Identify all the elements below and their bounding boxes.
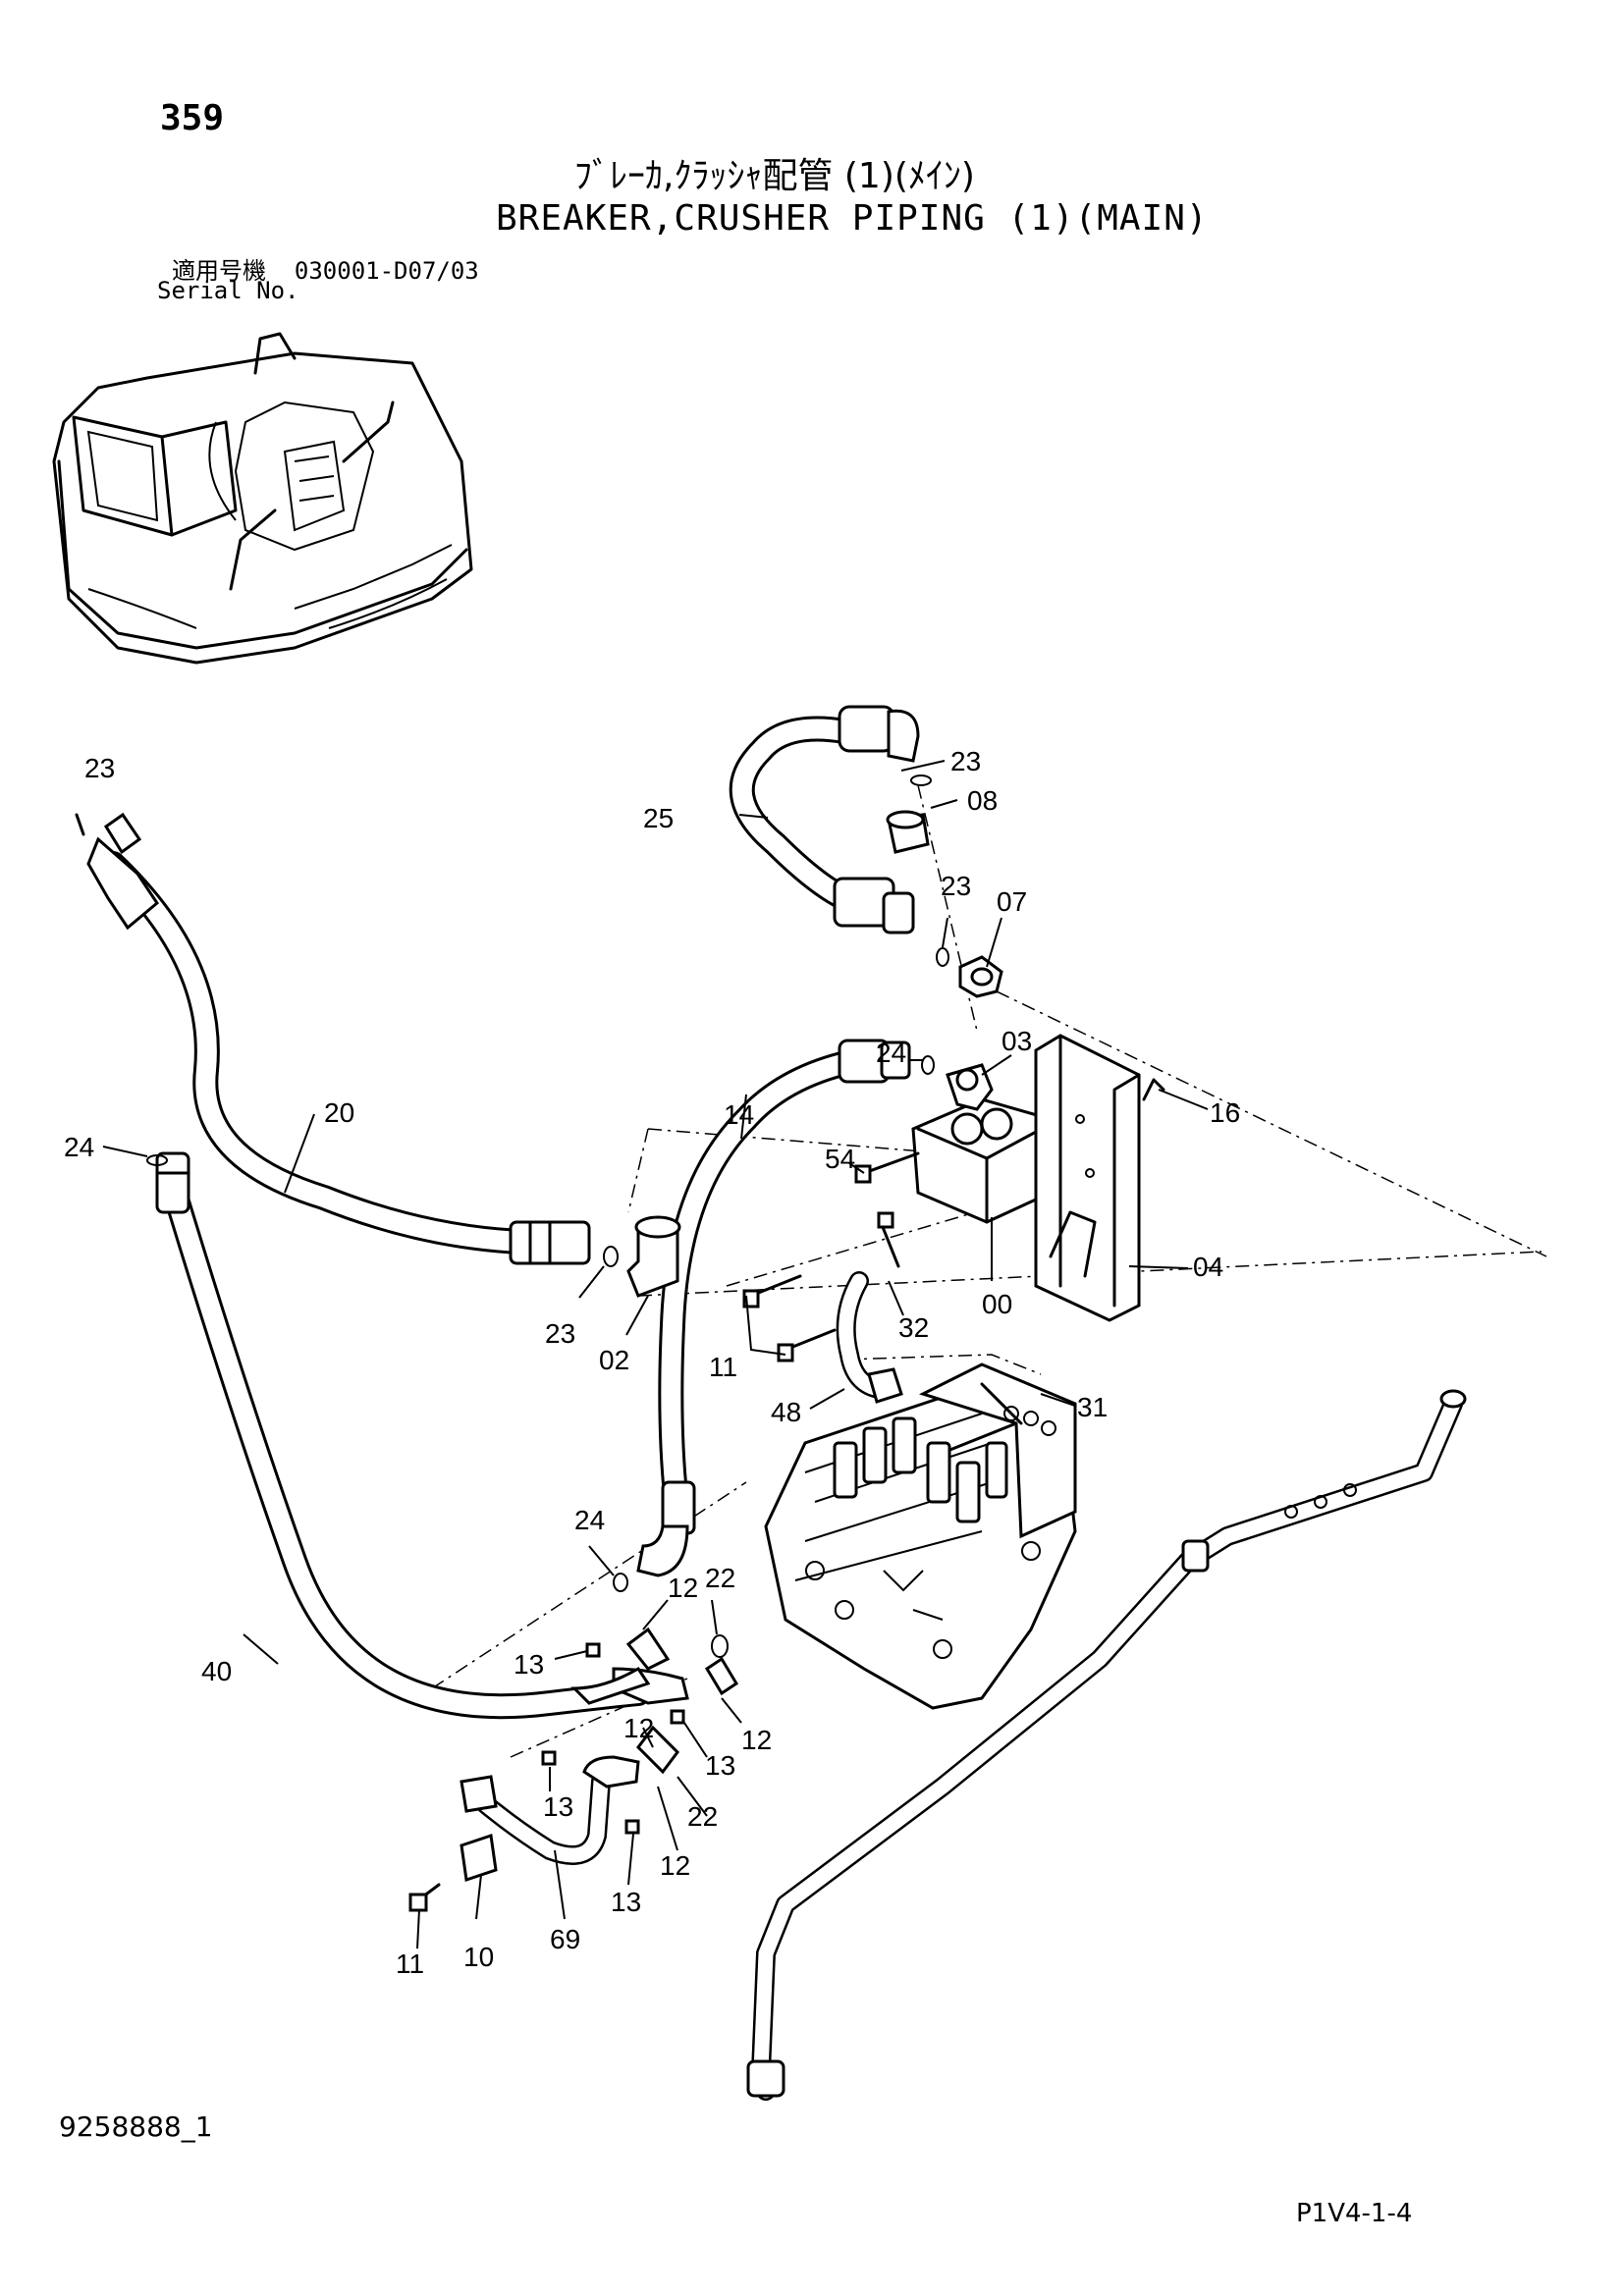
serial-label-english: Serial No.	[157, 277, 299, 304]
serial-value: 030001-D07/03	[294, 257, 479, 285]
callout-23: 23	[941, 871, 971, 901]
callout-24: 24	[876, 1038, 906, 1068]
callout-11: 11	[709, 1352, 737, 1382]
callout-13: 13	[611, 1887, 641, 1917]
valve-block-00	[911, 1063, 1053, 1224]
callout-22: 22	[687, 1801, 718, 1832]
bracket-04	[1034, 1034, 1165, 1322]
callout-24: 24	[64, 1132, 94, 1162]
leader-lines	[102, 760, 1209, 1949]
callout-02: 02	[599, 1345, 629, 1375]
callout-11: 11	[396, 1949, 424, 1979]
page-title-japanese: ﾌﾞﾚｰｶ,ｸﾗｯｼｬ配管 (1)(ﾒｲﾝ)	[574, 156, 975, 196]
callout-20: 20	[324, 1097, 354, 1128]
callout-24: 24	[574, 1505, 605, 1535]
pipe-69	[460, 1627, 739, 1882]
hose-14	[636, 1039, 911, 1577]
callout-12: 12	[668, 1573, 698, 1603]
main-control-valve	[764, 1362, 1077, 1710]
callout-13: 13	[543, 1791, 573, 1822]
page-code: P1V4-1-4	[1296, 2199, 1413, 2228]
callout-13: 13	[705, 1750, 735, 1781]
callout-23: 23	[950, 746, 981, 776]
callout-07: 07	[997, 886, 1027, 917]
callout-54: 54	[825, 1144, 855, 1174]
hose-20	[86, 812, 591, 1265]
callout-69: 69	[550, 1924, 580, 1954]
callout-00: 00	[982, 1289, 1012, 1319]
hose-40	[155, 1151, 651, 1720]
connector-07	[958, 955, 1003, 998]
hose-25	[729, 705, 920, 934]
reference-lines	[431, 784, 1547, 1758]
callout-48: 48	[771, 1397, 801, 1427]
page-number: 359	[160, 98, 225, 138]
callout-31: 31	[1077, 1392, 1108, 1422]
callout-03: 03	[1001, 1026, 1032, 1056]
callout-23: 23	[84, 753, 115, 783]
callout-12: 12	[623, 1713, 654, 1743]
callout-13: 13	[514, 1649, 544, 1680]
right-pipe	[746, 1389, 1467, 2101]
callout-12: 12	[741, 1725, 772, 1755]
callout-16: 16	[1210, 1097, 1240, 1128]
callout-25: 25	[643, 803, 674, 833]
callout-14: 14	[724, 1099, 754, 1130]
callout-04: 04	[1193, 1252, 1223, 1282]
callout-40: 40	[201, 1656, 232, 1686]
machine-overview-thumbnail	[52, 332, 473, 665]
callout-labels: 23 25 23 08 23 07 20 24 03 14 16 54 24 0…	[64, 746, 1240, 1979]
elbow-02	[626, 1215, 681, 1298]
callout-08: 08	[967, 785, 998, 816]
serial-label-jp-text: 適用号機	[172, 257, 266, 285]
connector-08	[886, 810, 930, 854]
document-number: 9258888_1	[59, 2110, 213, 2143]
callout-10: 10	[463, 1942, 494, 1972]
callout-22: 22	[705, 1563, 735, 1593]
page-title-english: BREAKER,CRUSHER PIPING (1)(MAIN)	[496, 198, 1209, 239]
callout-23: 23	[545, 1318, 575, 1349]
callout-32: 32	[898, 1312, 929, 1343]
serial-label-japanese: 適用号機 030001-D07/03	[172, 251, 479, 286]
sensor-line-48	[836, 1271, 903, 1404]
callout-12: 12	[660, 1850, 690, 1881]
